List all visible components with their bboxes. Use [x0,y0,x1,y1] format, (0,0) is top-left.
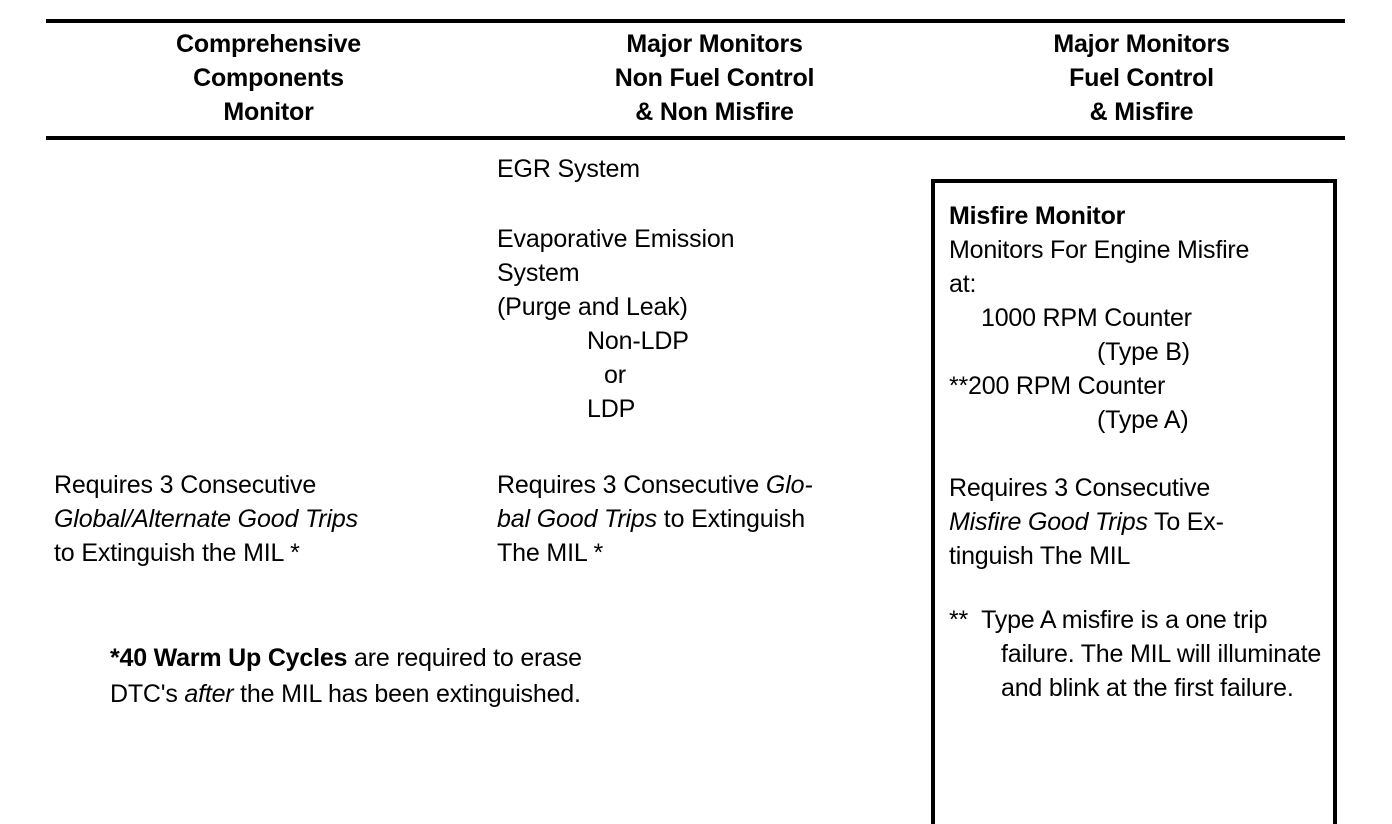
header-line: Major Monitors [626,30,803,58]
header-line: & Non Misfire [635,98,794,126]
column-header-major-monitors-fuel-control: Major Monitors Fuel Control & Misfire [938,27,1345,129]
evaporative-emission-system-item: Evaporative Emission System (Purge and L… [497,222,735,426]
misfire-requirement-line-2: Misfire Good Trips To Ex- [949,505,1329,539]
middle-requirement-italic-a: Glo- [765,471,813,499]
header-line: & Misfire [1089,98,1194,126]
left-requirement-text: Requires 3 Consecutive Global/Alternate … [54,468,454,570]
header-line: Fuel Control [1069,64,1214,92]
column-header-major-monitors-non-fuel-control: Major Monitors Non Fuel Control & Non Mi… [491,27,938,129]
evap-line-3: (Purge and Leak) [497,293,688,321]
footnote-line2-post: the MIL has been extinguished. [233,680,581,708]
middle-requirement-line-2: bal Good Trips to Extinguish [497,502,917,536]
evap-option-ldp: LDP [587,395,636,423]
misfire-requirement-italic: Misfire Good Trips [949,508,1148,536]
misfire-requirement-text: Requires 3 Consecutive Misfire Good Trip… [949,471,1329,573]
type-a-note-body: Type A misfire is a one trip failure. Th… [981,606,1322,702]
misfire-requirement-line-3: tinguish The MIL [949,542,1131,570]
misfire-monitor-heading-block: Misfire Monitor Monitors For Engine Misf… [949,199,1329,301]
left-requirement-italic: Global/Alternate Good Trips [54,505,358,533]
footnote-bold: *40 Warm Up Cycles [110,644,348,672]
table-body: Requires 3 Consecutive Global/Alternate … [0,140,1392,824]
misfire-monitor-heading-text: Misfire Monitor [949,202,1126,230]
middle-requirement-post: to Extinguish [657,505,806,533]
footnote-line2-pre: DTC's [110,680,185,708]
left-requirement-line-2: Global/Alternate Good Trips [54,502,454,536]
evap-line-1: Evaporative Emission [497,225,735,253]
header-line: Major Monitors [1053,30,1230,58]
evap-line-2: System [497,259,580,287]
warm-up-cycles-footnote: *40 Warm Up Cycles are required to erase… [110,640,770,712]
rpm-type-b: (Type B) [1097,338,1190,366]
header-line: Components [193,64,344,92]
middle-requirement-italic-b: bal Good Trips [497,505,658,533]
column-header-comprehensive-components-monitor: Comprehensive Components Monitor [46,27,491,129]
misfire-monitor-heading: Misfire Monitor [949,199,1329,233]
egr-system-item: EGR System [497,152,640,186]
header-line: Monitor [223,98,314,126]
type-a-misfire-note: ** Type A misfire is a one trip failure.… [949,603,1329,705]
middle-requirement-line-3: The MIL * [497,539,604,567]
misfire-desc-line-2: at: [949,270,977,298]
middle-requirement-pre: Requires 3 Consecutive [497,471,766,499]
misfire-monitor-box: Misfire Monitor Monitors For Engine Misf… [931,179,1337,824]
evap-option-conjunction: or [604,361,626,389]
type-a-note-marker: ** [949,606,969,634]
egr-system-label: EGR System [497,155,640,183]
misfire-requirement-post: To Ex- [1147,508,1224,536]
evap-option-non-ldp: Non-LDP [587,327,689,355]
footnote-line-1: *40 Warm Up Cycles are required to erase [110,640,770,676]
footnote-rest: are required to erase [347,644,582,672]
left-requirement-line-3: to Extinguish the MIL * [54,539,300,567]
header-line: Comprehensive [176,30,361,58]
left-requirement-line-1: Requires 3 Consecutive [54,471,317,499]
rpm-type-a: (Type A) [1097,406,1189,434]
rpm-counter-200: **200 RPM Counter [949,372,1166,400]
table-top-rule [46,19,1345,23]
footnote-line-2: DTC's after the MIL has been extinguishe… [110,676,770,712]
misfire-rpm-counters: 1000 RPM Counter (Type B) **200 RPM Coun… [949,301,1329,437]
type-a-note-text: ** Type A misfire is a one trip failure.… [949,603,1329,705]
header-line: Non Fuel Control [614,64,815,92]
table-header-row: Comprehensive Components Monitor Major M… [46,27,1345,133]
footnote-line2-italic: after [184,680,234,708]
middle-requirement-text: Requires 3 Consecutive Glo- bal Good Tri… [497,468,917,570]
rpm-counter-1000: 1000 RPM Counter [981,304,1192,332]
middle-requirement-line-1: Requires 3 Consecutive Glo- [497,468,917,502]
table-header-rule [46,136,1345,140]
misfire-requirement-line-1: Requires 3 Consecutive [949,474,1211,502]
misfire-box-inner: Misfire Monitor Monitors For Engine Misf… [935,183,1333,824]
misfire-desc-line-1: Monitors For Engine Misfire [949,236,1250,264]
